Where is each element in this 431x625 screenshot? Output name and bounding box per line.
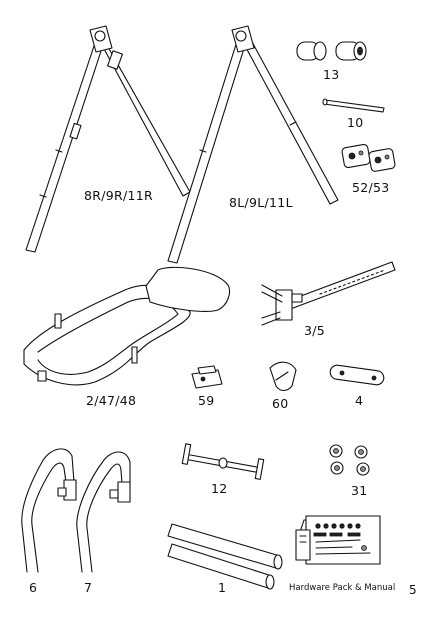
label-part-31: 31 (351, 483, 368, 498)
knobs-drawing (341, 143, 396, 172)
label-hardware-pack: Hardware Pack & Manual (289, 583, 396, 593)
label-part-6: 6 (29, 580, 38, 595)
crossbar-12-drawing (181, 443, 265, 480)
tubes-1-drawing (167, 523, 283, 590)
label-part-1: 1 (218, 580, 227, 595)
label-part-52-53: 52/53 (352, 180, 390, 195)
frame-right-drawing (25, 25, 191, 253)
label-part-7: 7 (84, 580, 93, 595)
label-part-60: 60 (272, 396, 289, 411)
label-part-3-5: 3/5 (304, 323, 326, 338)
hook-tube-7-drawing (76, 451, 131, 573)
label-frame-right: 8R/9R/11R (84, 188, 153, 203)
label-frame-left: 8L/9L/11L (229, 195, 293, 210)
hook-tube-6-drawing (21, 448, 77, 573)
adjust-bar-drawing (261, 261, 396, 326)
backrest-bed-drawing (23, 266, 231, 386)
shield-60-drawing (269, 361, 297, 392)
label-part-4: 4 (355, 393, 364, 408)
end-caps-31-drawing (329, 444, 370, 476)
label-part-10: 10 (347, 115, 364, 130)
bracket-59-drawing (191, 365, 223, 389)
rod-drawing (322, 98, 385, 113)
label-part-12: 12 (211, 481, 228, 496)
page-number: 5 (409, 583, 417, 597)
hardware-pack-drawing (295, 515, 381, 565)
frame-left-drawing (167, 25, 339, 264)
roller-pads-drawing (296, 41, 367, 61)
handle-4-drawing (329, 364, 385, 386)
label-part-2-47-48: 2/47/48 (86, 393, 137, 408)
label-part-13: 13 (323, 67, 340, 82)
label-part-59: 59 (198, 393, 215, 408)
